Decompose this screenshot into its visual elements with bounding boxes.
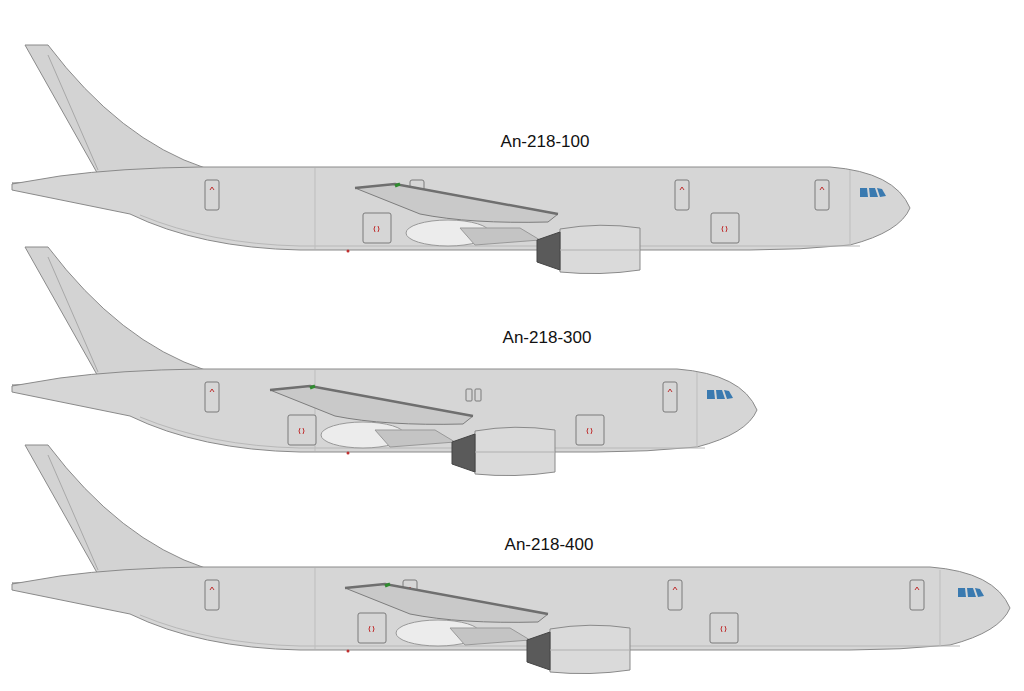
variant-label: An-218-100 [501,132,590,152]
variant-label-holder: An-218-400 [549,545,638,565]
variant-label-holder: An-218-100 [545,142,634,162]
variant-label-holder: An-218-300 [547,338,636,358]
variant-label: An-218-400 [505,535,594,555]
variant-label: An-218-300 [503,328,592,348]
